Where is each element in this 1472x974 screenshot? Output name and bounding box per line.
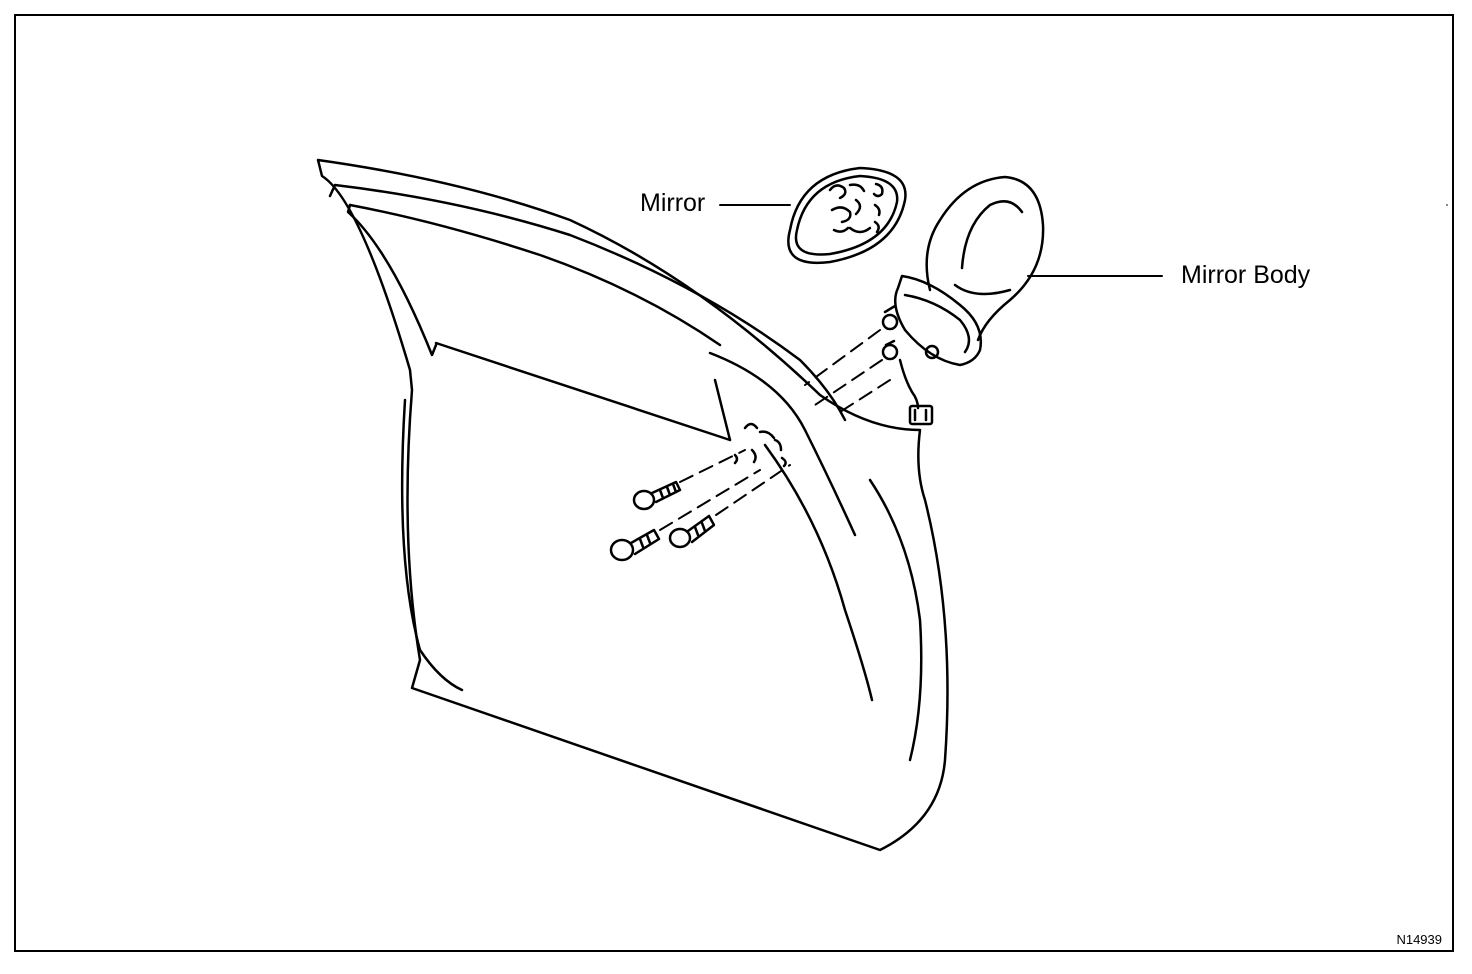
mirror-body-label: Mirror Body	[1181, 261, 1311, 289]
bolt-alignment-lines	[659, 449, 791, 531]
figure-code: N14939	[1396, 932, 1442, 947]
scan-dot	[1446, 204, 1448, 206]
door-panel	[316, 158, 949, 852]
mirror-label: Mirror	[640, 189, 706, 217]
mirror-glass	[787, 166, 907, 265]
figure-frame	[14, 14, 1454, 952]
bolt-lower-left	[609, 528, 661, 562]
bolt-upper	[632, 480, 682, 511]
bolt-lower-right	[668, 514, 716, 549]
mirror-alignment-lines	[804, 329, 891, 413]
bolts	[609, 449, 791, 562]
mirror-body	[881, 175, 1045, 426]
